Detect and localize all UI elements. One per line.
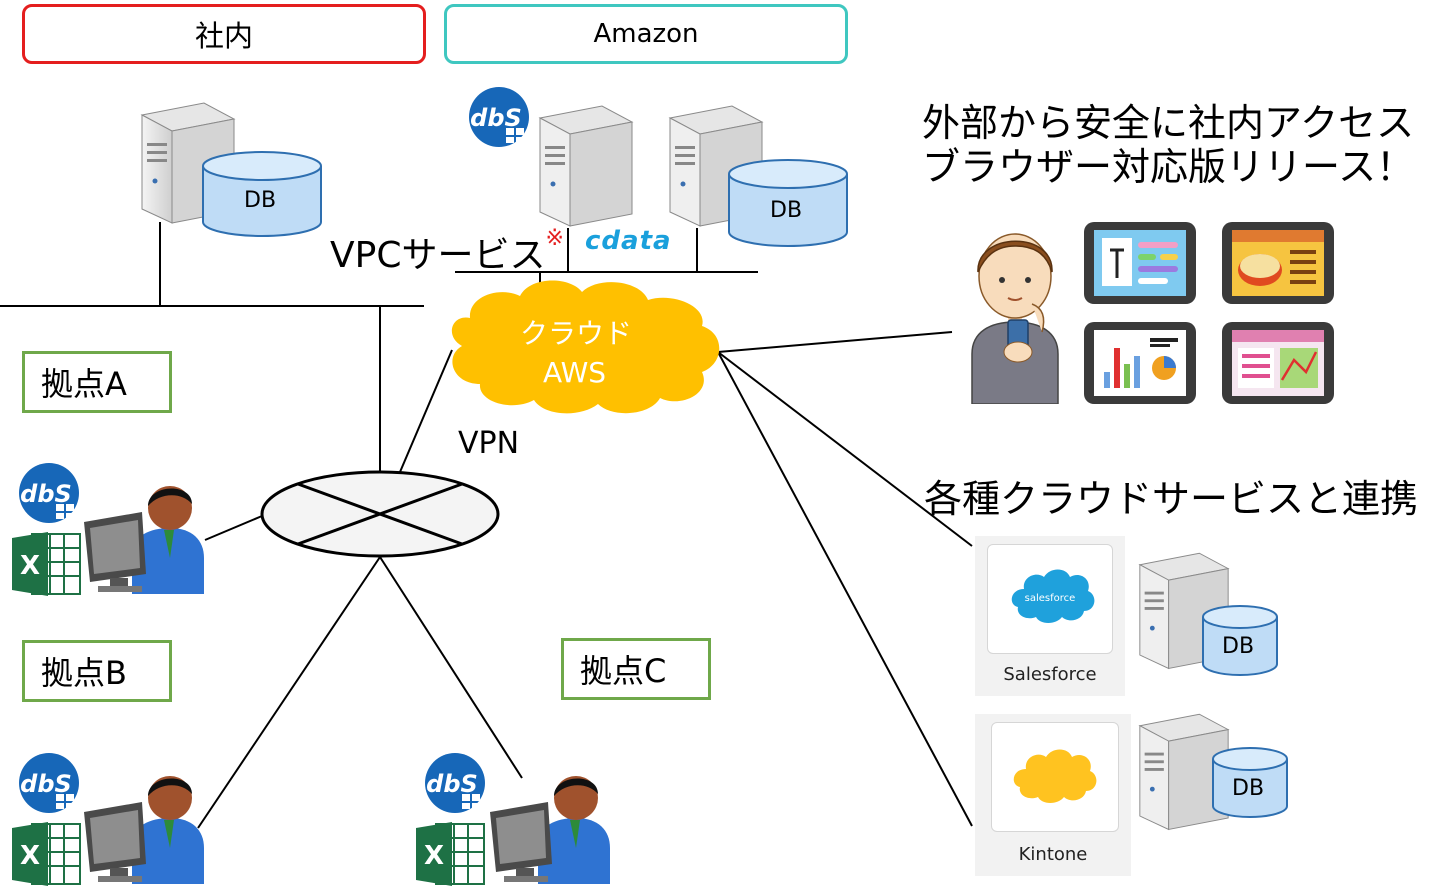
- salesforce-db-label: DB: [1222, 634, 1255, 659]
- site-a-label: 拠点A: [41, 365, 127, 403]
- site-a-excel-icon: X: [12, 532, 81, 596]
- kintone-db-label: DB: [1232, 776, 1265, 801]
- vpc-db-label: DB: [770, 198, 803, 223]
- cdata-logo: cdata: [585, 226, 672, 256]
- site-a-user-icon: [84, 486, 204, 594]
- amazon-tag: Amazon: [444, 4, 848, 64]
- salesforce-db-icon: [1202, 605, 1278, 676]
- salesforce-label: Salesforce: [1003, 664, 1097, 685]
- internal-db-label: DB: [244, 188, 277, 213]
- site-a-tag: 拠点A: [22, 351, 172, 413]
- cloud-aws-label: AWS: [543, 356, 607, 389]
- cloud-label: クラウド: [520, 317, 633, 350]
- salesforce-logo-text: salesforce: [1025, 593, 1076, 604]
- site-c-tag: 拠点C: [561, 638, 711, 700]
- vpc-service-label: VPCサービス※: [330, 226, 564, 278]
- site-c-label: 拠点C: [580, 652, 667, 690]
- salesforce-card: salesforce Salesforce: [975, 536, 1125, 696]
- wan-router-icon: [260, 470, 500, 558]
- salesforce-logo-tile: salesforce: [987, 544, 1113, 654]
- site-c-dbs-icon: dbS: [425, 753, 485, 813]
- tablet-map-icon: [1222, 322, 1334, 404]
- site-b-dbs-icon: dbS: [19, 753, 79, 813]
- headline-line-2: ブラウザー対応版リリース！: [922, 145, 1415, 189]
- site-c-excel-icon: X: [416, 822, 485, 886]
- aws-cloud-icon: [451, 280, 720, 414]
- svg-text:dbS: dbS: [426, 770, 478, 798]
- tablet-app-icon-2: [1222, 222, 1334, 304]
- dbs-logo-text: dbS: [470, 104, 522, 132]
- cloud-to-mobile-line: [717, 331, 953, 353]
- site-b-user-icon: [84, 776, 204, 884]
- site-a-dbs-icon: dbS: [19, 463, 79, 523]
- svg-text:X: X: [20, 551, 40, 581]
- vpc-db-icon: [728, 159, 848, 247]
- internal-tag: 社内: [22, 4, 426, 64]
- svg-text:X: X: [424, 841, 444, 871]
- kintone-label: Kintone: [1018, 844, 1088, 865]
- kintone-card: Kintone: [975, 714, 1131, 876]
- site-c-line: [379, 556, 523, 779]
- tablet-chart-icon: [1084, 322, 1196, 404]
- site-a-line: [204, 515, 263, 541]
- cloud-services-heading: 各種クラウドサービスと連携: [924, 477, 1419, 521]
- internal-db-icon: [202, 151, 322, 237]
- vpc-dbs-server-icon: [538, 105, 634, 227]
- tablet-app-icon-1: [1084, 222, 1196, 304]
- site-b-label: 拠点B: [41, 654, 127, 692]
- svg-text:dbS: dbS: [20, 480, 72, 508]
- kintone-logo-tile: [991, 722, 1119, 832]
- site-b-line: [197, 556, 381, 829]
- headline-line-1: 外部から安全に社内アクセス: [922, 101, 1415, 145]
- svg-text:dbS: dbS: [20, 770, 72, 798]
- vpn-line: [399, 349, 453, 473]
- svg-text:X: X: [20, 841, 40, 871]
- site-b-excel-icon: X: [12, 822, 81, 886]
- vpn-label: VPN: [458, 426, 520, 461]
- vpc-note-mark: ※: [545, 226, 564, 251]
- site-b-tag: 拠点B: [22, 640, 172, 702]
- dbs-logo-icon: dbS: [469, 87, 529, 147]
- salesforce-cloud-icon: salesforce: [1011, 569, 1095, 623]
- internal-tag-label: 社内: [194, 19, 253, 53]
- site-c-user-icon: [490, 776, 610, 884]
- cloud-to-kintone-line: [717, 351, 973, 827]
- kintone-cloud-icon: [1013, 749, 1097, 803]
- cloud-to-salesforce-line: [717, 351, 973, 547]
- vpc-service-text: VPCサービス: [330, 235, 546, 276]
- mobile-user-icon: [971, 233, 1059, 404]
- kintone-db-icon: [1212, 747, 1288, 818]
- amazon-tag-label: Amazon: [593, 19, 699, 49]
